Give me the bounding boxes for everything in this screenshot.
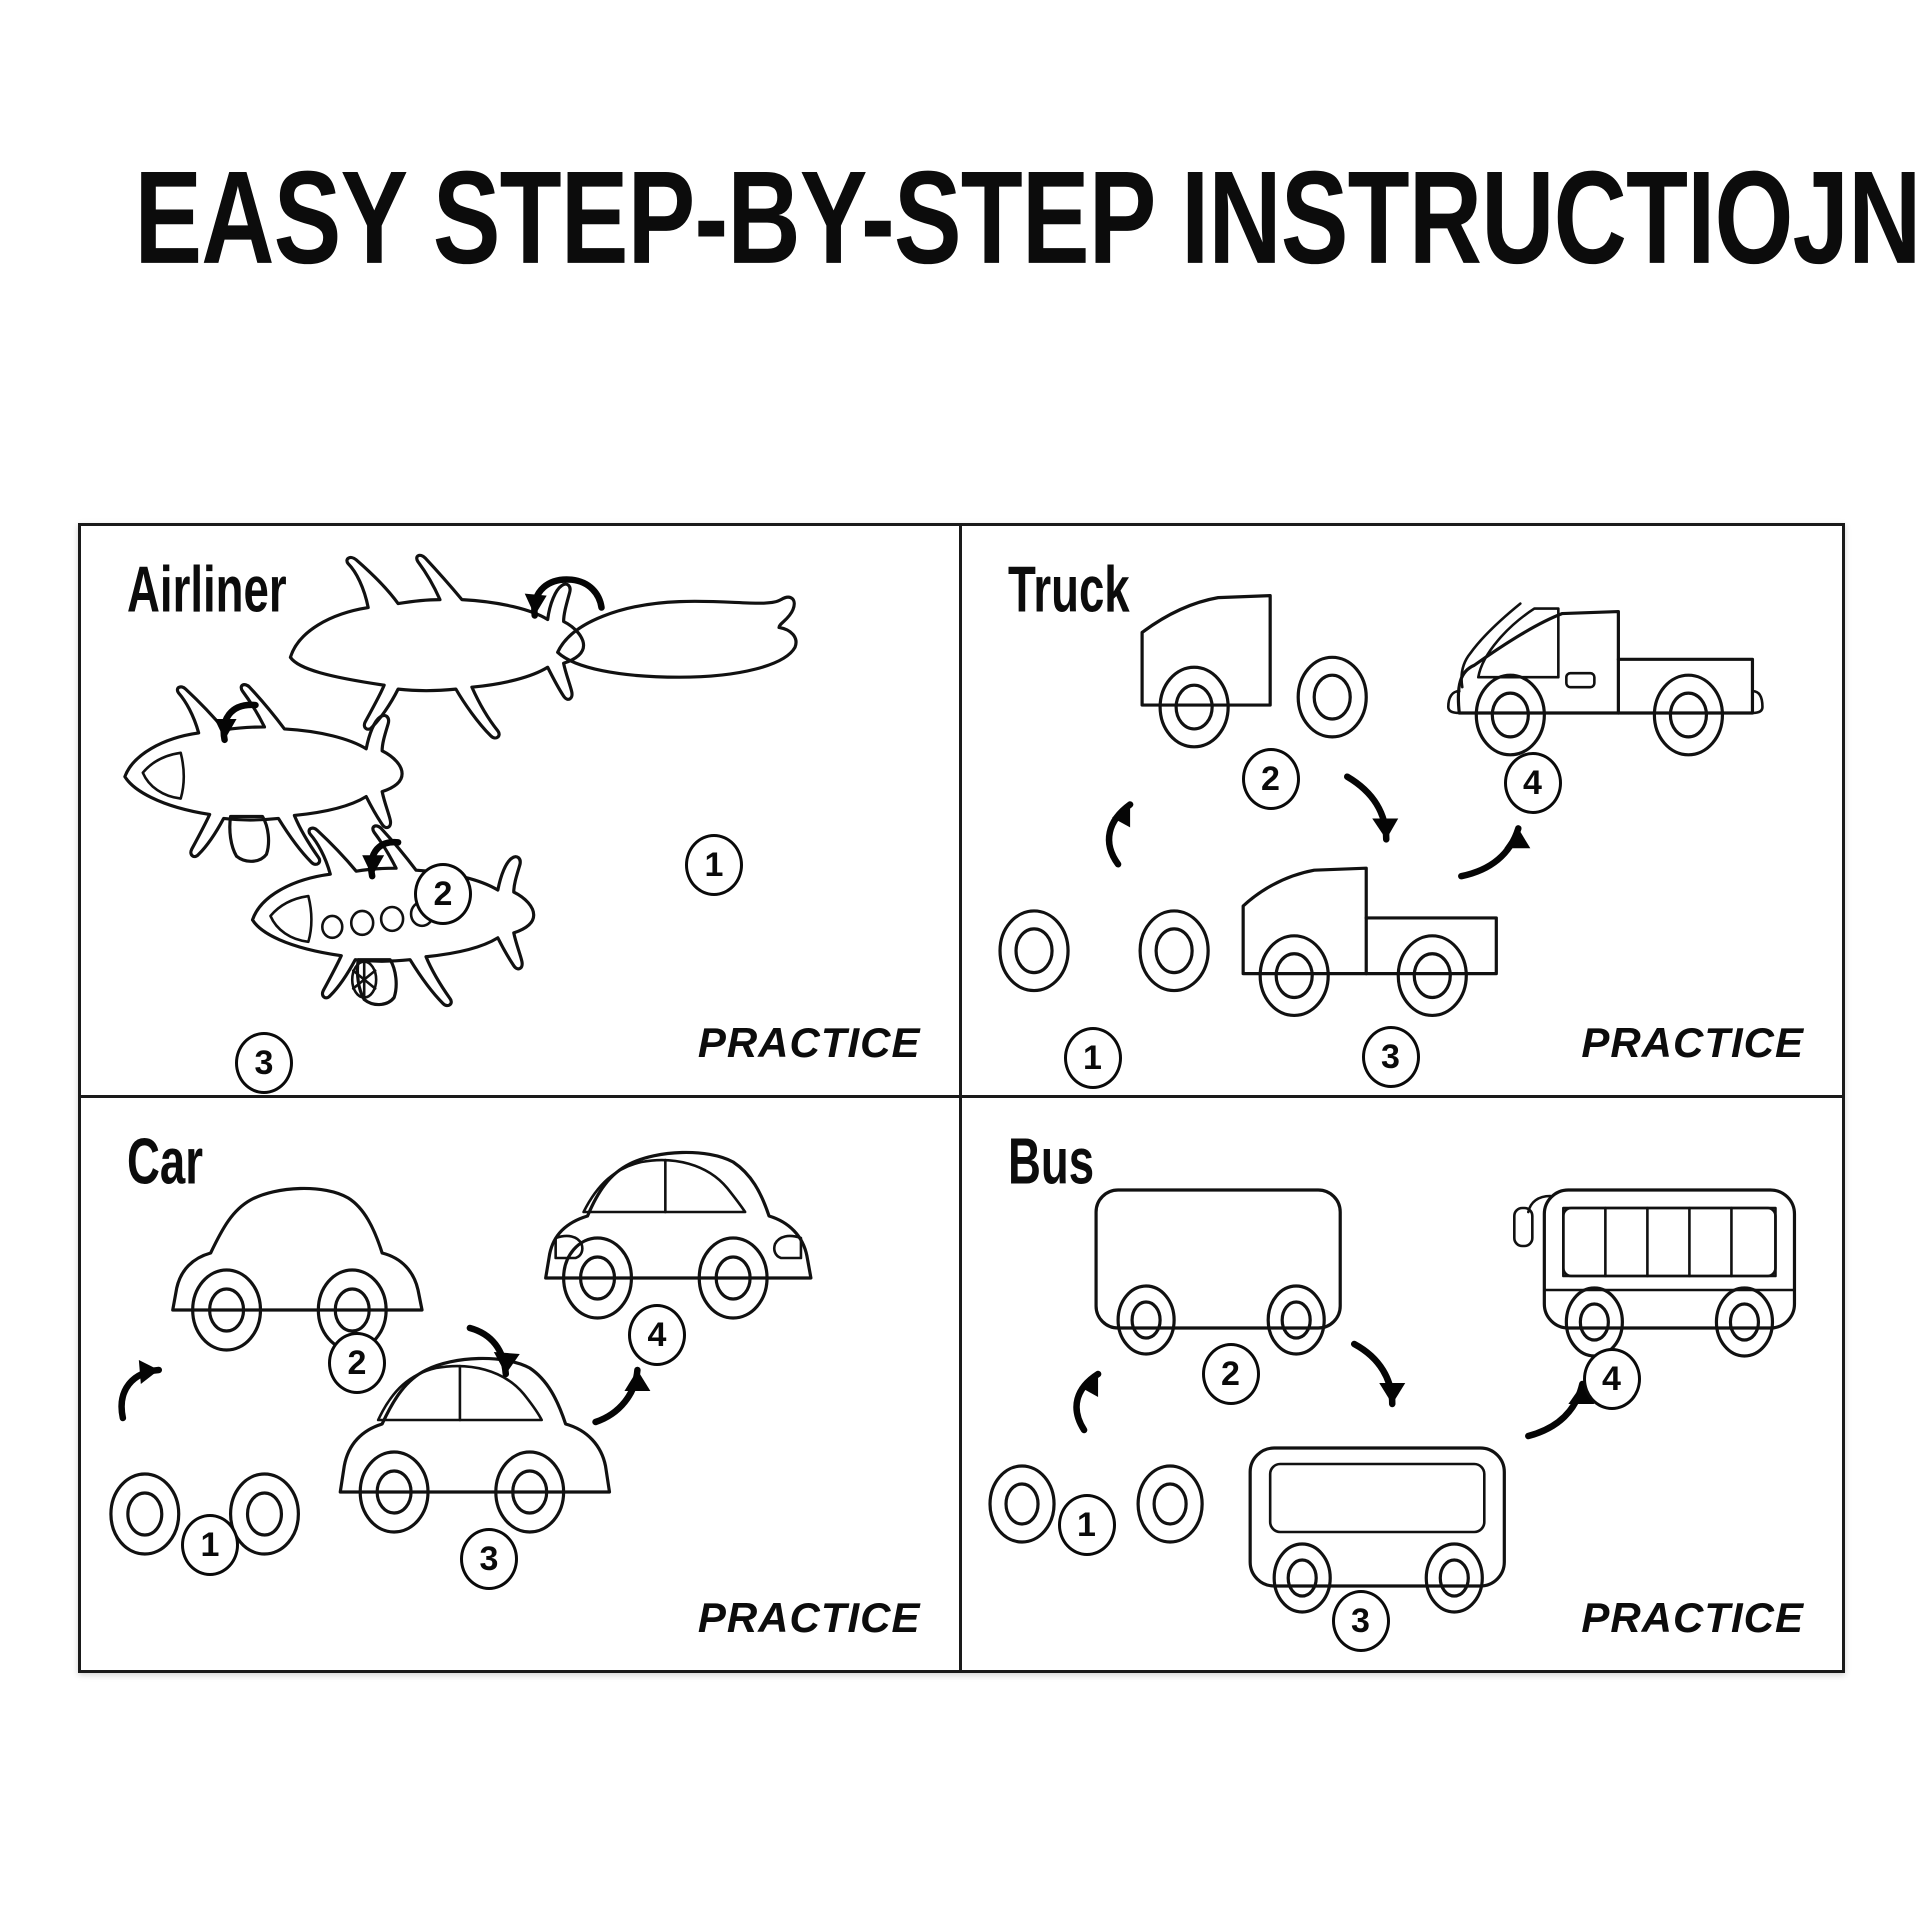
step-number-bus-3: 3 [1331, 1590, 1390, 1652]
airliner-step3-shape [123, 683, 404, 866]
arrow-bus-3-to-4 [1524, 1380, 1594, 1440]
panel-title-bus: Bus [1007, 1125, 1094, 1199]
arrow-truck-2-to-3 [1343, 773, 1398, 843]
bus-step3-shape [1248, 1446, 1506, 1614]
step-number-truck-2: 2 [1241, 748, 1300, 810]
panel-title-airliner: Airliner [127, 553, 287, 627]
arrow-airliner-3-to-4 [362, 839, 402, 880]
step-number-truck-4: 4 [1503, 752, 1562, 814]
arrow-car-1-to-2 [118, 1360, 163, 1422]
step-number-car-2: 2 [328, 1332, 386, 1394]
step-number-car-1: 1 [181, 1514, 239, 1576]
step-number-bus-2: 2 [1201, 1343, 1260, 1405]
step-number-airliner-2: 2 [414, 863, 472, 925]
arrow-truck-1-to-2 [1105, 801, 1133, 868]
airliner-step2-shape [288, 553, 586, 740]
truck-step2-shape [1140, 594, 1368, 749]
step-number-bus-1: 1 [1057, 1494, 1116, 1556]
step-number-truck-1: 1 [1063, 1027, 1122, 1089]
arrow-airliner-2-to-3 [214, 701, 259, 744]
truck-step4-shape [1446, 602, 1764, 757]
practice-label-truck: PRACTICE [1581, 1019, 1804, 1066]
airliner-step1-shape [556, 595, 798, 679]
arrow-airliner-1-to-2 [524, 576, 605, 619]
panel-airliner: Airliner [81, 526, 962, 1098]
truck-step3-shape [1241, 866, 1498, 1018]
step-number-car-4: 4 [628, 1304, 686, 1366]
arrow-car-3-to-4 [592, 1366, 651, 1426]
step-number-car-3: 3 [460, 1528, 518, 1590]
panel-title-car: Car [127, 1125, 204, 1199]
arrow-bus-1-to-2 [1072, 1370, 1101, 1434]
step-number-airliner-3: 3 [235, 1032, 293, 1094]
step-number-truck-3: 3 [1361, 1026, 1420, 1088]
practice-label-car: PRACTICE [697, 1594, 921, 1641]
bus-step2-shape [1093, 1188, 1342, 1356]
arrow-car-2-to-3 [466, 1324, 520, 1378]
practice-label-bus: PRACTICE [1581, 1594, 1804, 1641]
page-title: EASY STEP-BY-STEP INSTRUCTIOJNS [134, 144, 1920, 292]
arrow-bus-2-to-3 [1350, 1340, 1405, 1408]
panel-truck: Truck [961, 526, 1842, 1098]
car-artwork [81, 1098, 959, 1670]
car-step4-shape [544, 1150, 813, 1320]
airliner-step4-shape [250, 824, 536, 1008]
truck-step1-shape [997, 909, 1210, 993]
step-number-airliner-1: 1 [685, 834, 743, 896]
bus-step4-shape [1512, 1188, 1796, 1358]
panel-car: Car [81, 1098, 962, 1670]
panel-title-truck: Truck [1007, 553, 1130, 627]
arrow-truck-3-to-4 [1457, 825, 1530, 880]
practice-label-airliner: PRACTICE [697, 1019, 921, 1066]
car-step3-shape [338, 1356, 612, 1534]
instruction-sheet: Airliner [78, 523, 1845, 1673]
step-number-bus-4: 4 [1582, 1348, 1641, 1410]
car-step2-shape [171, 1186, 424, 1352]
panel-bus: Bus [962, 1098, 1843, 1670]
